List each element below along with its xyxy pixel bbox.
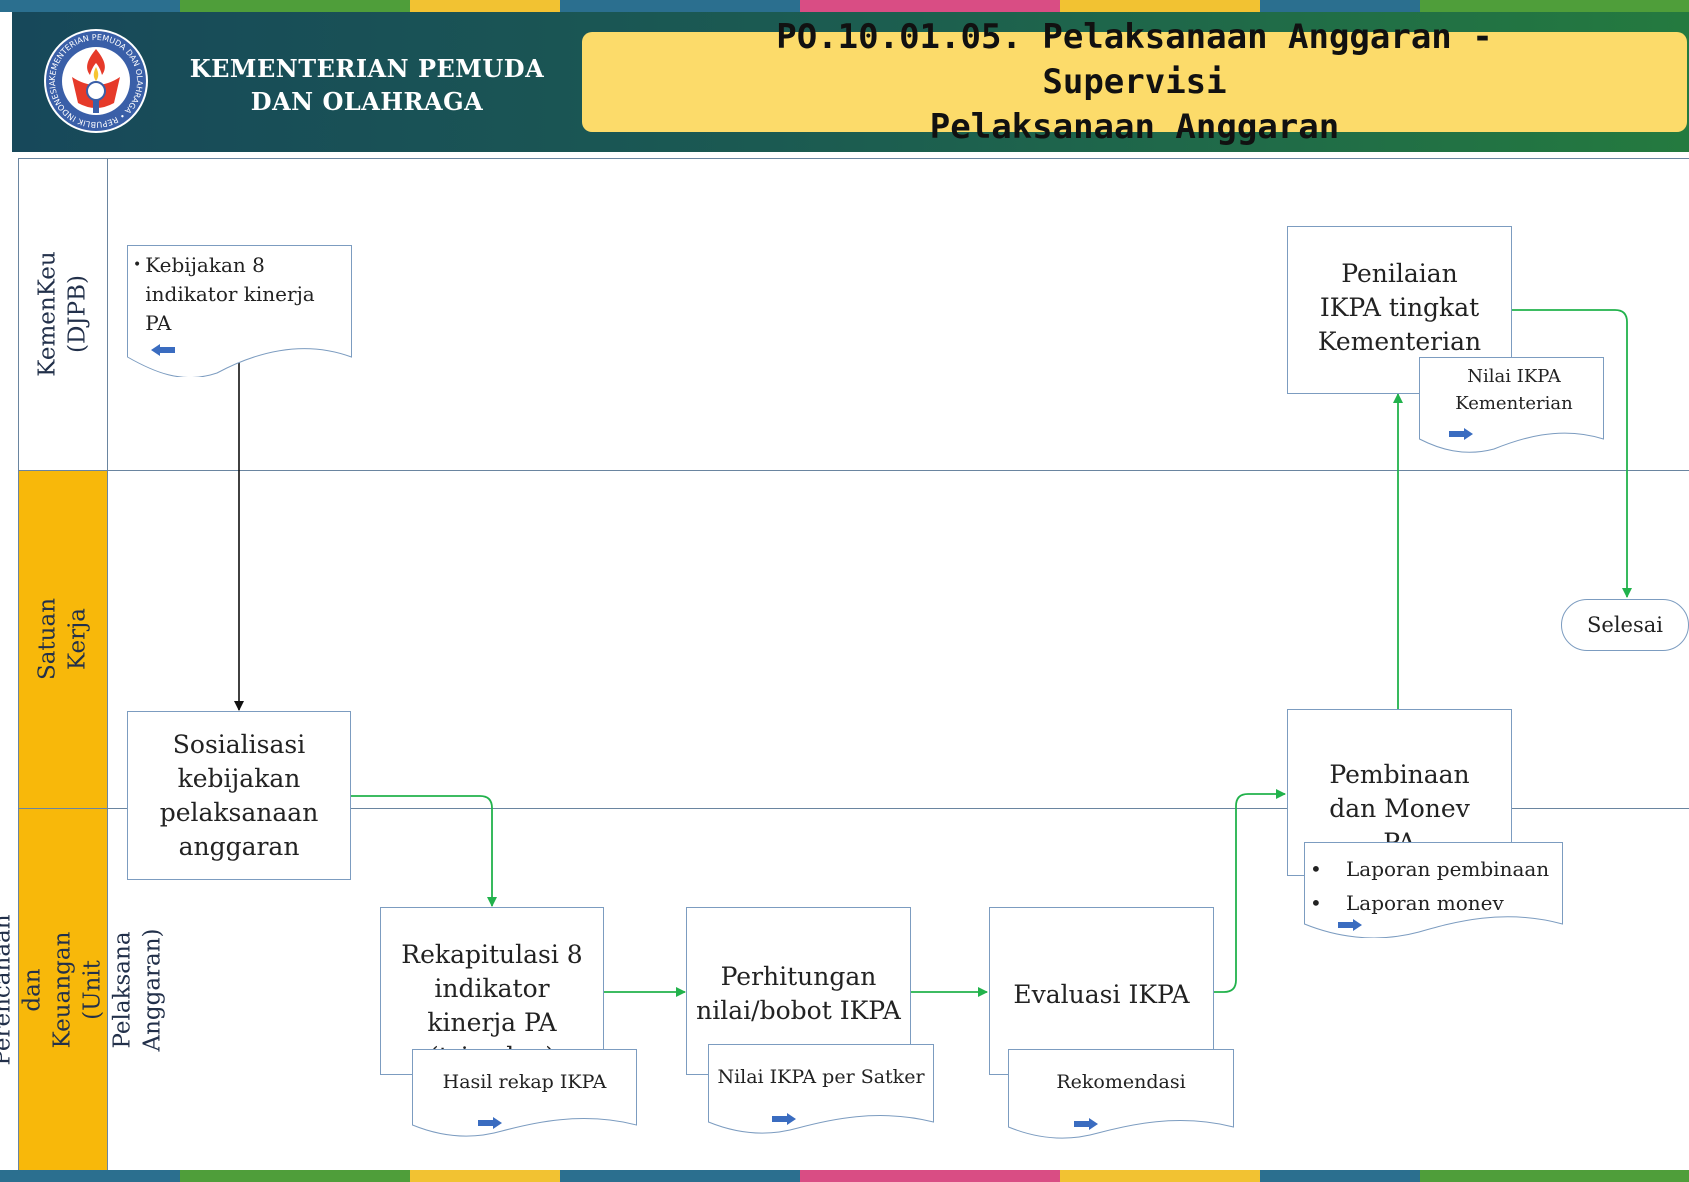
connector-evaluasi-to-pembinaan	[1214, 789, 1286, 993]
lane-outline	[18, 158, 19, 1170]
arrow-left-icon	[151, 344, 175, 356]
lane-label-biro-perencanaan: Biro Perencanaan dan Keuangan (Unit Pela…	[0, 808, 166, 1172]
document-shape	[412, 1049, 637, 1137]
title-box: PO.10.01.05. Pelaksanaan Anggaran - Supe…	[582, 17, 1687, 147]
lane-divider	[18, 808, 1689, 809]
doc-text: Laporan monev	[1346, 891, 1504, 915]
process-text: Evaluasi IKPA	[1013, 980, 1190, 1009]
document-kebijakan: • Kebijakan 8 indikator kinerja PA	[127, 245, 352, 377]
document-shape	[1304, 842, 1563, 938]
document-nilai-ikpa-satker: Nilai IKPA per Satker	[708, 1044, 934, 1134]
arrow-right-icon	[772, 1113, 796, 1125]
doc-text: Hasil rekap IKPA	[442, 1071, 607, 1093]
document-shape	[1008, 1049, 1234, 1139]
org-line-1: KEMENTERIAN PEMUDA	[189, 54, 545, 83]
top-decorative-strip	[0, 0, 1689, 12]
document-nilai-ikpa-kementerian: Nilai IKPA Kementerian	[1419, 357, 1604, 453]
document-shape	[1419, 357, 1604, 453]
process-text: Perhitungan nilai/bobot IKPA	[696, 962, 901, 1025]
doc-text: Nilai IKPA per Satker	[717, 1066, 925, 1088]
process-text: Sosialisasi kebijakan pelaksanaan anggar…	[159, 729, 319, 861]
document-hasil-rekap: Hasil rekap IKPA	[412, 1049, 637, 1137]
document-shape	[708, 1044, 934, 1134]
bottom-decorative-strip	[0, 1170, 1689, 1182]
arrow-right-icon	[1449, 428, 1473, 440]
emblem-icon: KEMENTERIAN PEMUDA DAN OLAHRAGA • REPUBL…	[44, 29, 148, 133]
title-line-2: Pelaksanaan Anggaran	[929, 106, 1340, 147]
process-sosialisasi: Sosialisasi kebijakan pelaksanaan anggar…	[127, 711, 351, 880]
header-banner: KEMENTERIAN PEMUDA DAN OLAHRAGA • REPUBL…	[12, 12, 1689, 152]
doc-text: Nilai IKPA Kementerian	[1455, 366, 1573, 414]
process-text: Penilaian IKPA tingkat Kementerian	[1317, 259, 1482, 356]
org-line-2: DAN OLAHRAGA	[250, 87, 484, 116]
process-rekapitulasi: Rekapitulasi 8 indikator kinerja PA (tri…	[380, 907, 604, 1075]
arrow-right-icon	[1074, 1118, 1098, 1130]
list-item: •Laporan monev	[1310, 886, 1560, 920]
process-text: Pembinaan dan Monev PA	[1329, 760, 1470, 857]
document-laporan-pembinaan: •Laporan pembinaan •Laporan monev	[1304, 842, 1563, 938]
doc-text: Kebijakan 8 indikator kinerja PA	[145, 253, 315, 335]
lane-divider	[18, 158, 1689, 159]
doc-bullet-list: •Laporan pembinaan •Laporan monev	[1310, 852, 1560, 920]
lane-label-satuan-kerja: Satuan Kerja	[18, 470, 108, 808]
lane-label-kemenkeu: KemenKeu (DJPB)	[18, 158, 108, 470]
arrow-right-icon	[478, 1117, 502, 1129]
organization-name: KEMENTERIAN PEMUDA DAN OLAHRAGA	[172, 52, 562, 118]
document-rekomendasi: Rekomendasi	[1008, 1049, 1234, 1139]
doc-text: Rekomendasi	[1056, 1071, 1186, 1093]
process-evaluasi: Evaluasi IKPA	[989, 907, 1214, 1075]
list-item: •Laporan pembinaan	[1310, 852, 1560, 886]
document-shape	[127, 245, 352, 377]
doc-text: Laporan pembinaan	[1346, 857, 1550, 881]
terminal-selesai: Selesai	[1561, 599, 1689, 651]
connector-penilaian-to-selesai	[1512, 309, 1632, 598]
title-line-1: PO.10.01.05. Pelaksanaan Anggaran - Supe…	[776, 16, 1493, 102]
arrow-right-icon	[1338, 919, 1362, 931]
terminal-text: Selesai	[1587, 613, 1663, 637]
connector-sosialisasi-to-rekap	[351, 795, 497, 907]
page-title: PO.10.01.05. Pelaksanaan Anggaran - Supe…	[685, 15, 1585, 150]
lane-divider	[18, 470, 1689, 471]
